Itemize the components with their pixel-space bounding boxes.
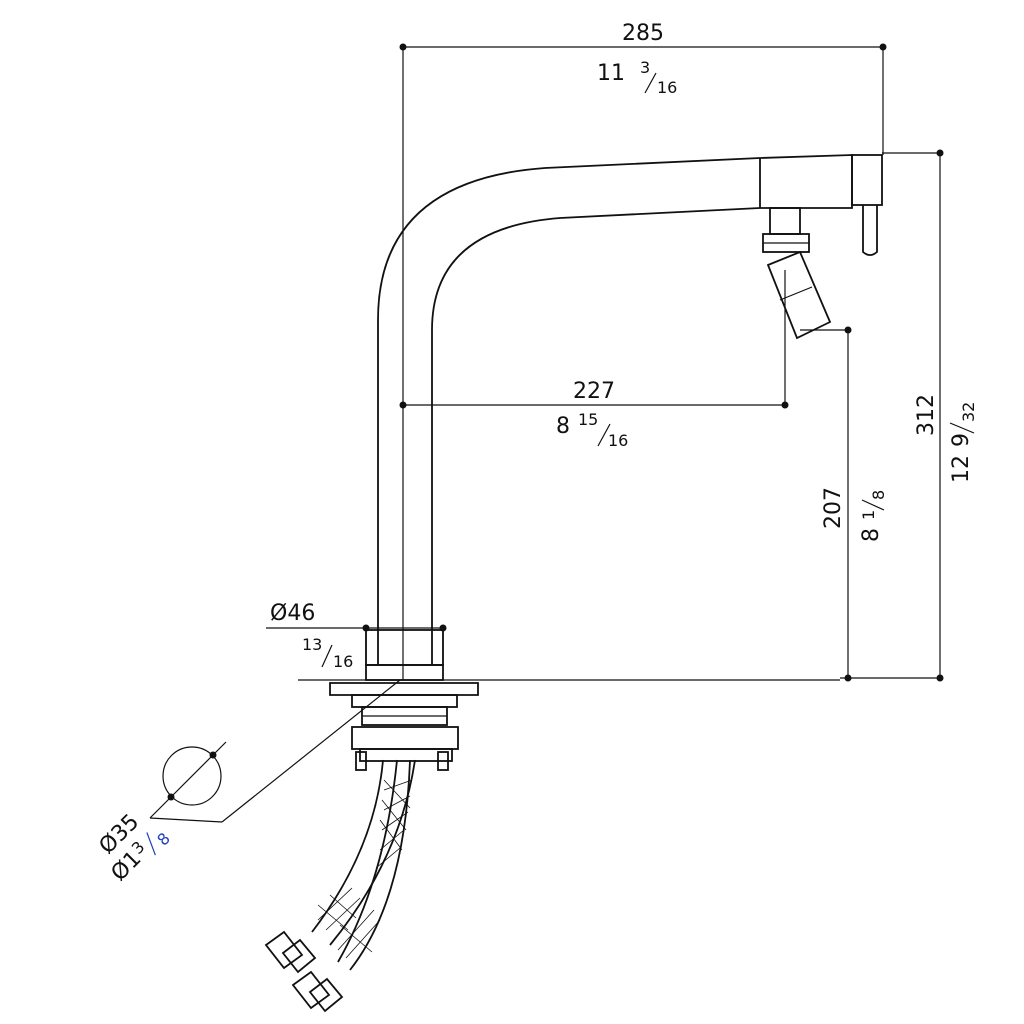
height-inch-num: 9 — [949, 433, 974, 447]
dimension-spout-height-207: 207 8 1 8 — [800, 326, 888, 682]
spout-height-mm-label: 207 — [821, 487, 846, 529]
dimension-base-diameter: Ø46 13 16 — [266, 601, 447, 671]
spout-height-inch-whole: 8 — [859, 528, 884, 542]
base-diameter-inch-num: 13 — [302, 635, 322, 654]
width-inch-num: 3 — [640, 58, 650, 77]
dimension-reach-227: 227 8 15 16 — [399, 270, 789, 450]
reach-mm-label: 227 — [573, 379, 615, 404]
reach-inch-den: 16 — [608, 431, 628, 450]
hole-diameter-inch-den: 8 — [153, 829, 174, 850]
reach-inch-whole: 8 — [556, 414, 570, 439]
dimension-hole-diameter: Ø35 Ø1 3 8 — [95, 679, 401, 886]
width-inch-whole: 11 — [597, 61, 625, 86]
width-mm-label: 285 — [622, 21, 664, 46]
height-inch-den: 32 — [959, 402, 978, 422]
height-mm-label: 312 — [914, 394, 939, 436]
hole-circle — [162, 746, 222, 806]
height-inch-whole: 12 — [949, 455, 974, 483]
reach-inch-num: 15 — [578, 410, 598, 429]
dimension-height-312: 312 12 9 32 — [840, 149, 978, 682]
faucet-base — [298, 629, 840, 771]
dimension-width-285: 285 11 3 16 — [399, 21, 887, 680]
spout-height-inch-den: 8 — [869, 490, 888, 500]
base-diameter-inch-den: 16 — [333, 652, 353, 671]
faucet-spout — [377, 154, 883, 665]
base-diameter-mm-label: Ø46 — [270, 601, 315, 626]
spout-height-inch-num: 1 — [859, 510, 878, 520]
width-inch-den: 16 — [657, 78, 677, 97]
flexible-hoses — [264, 759, 416, 1013]
